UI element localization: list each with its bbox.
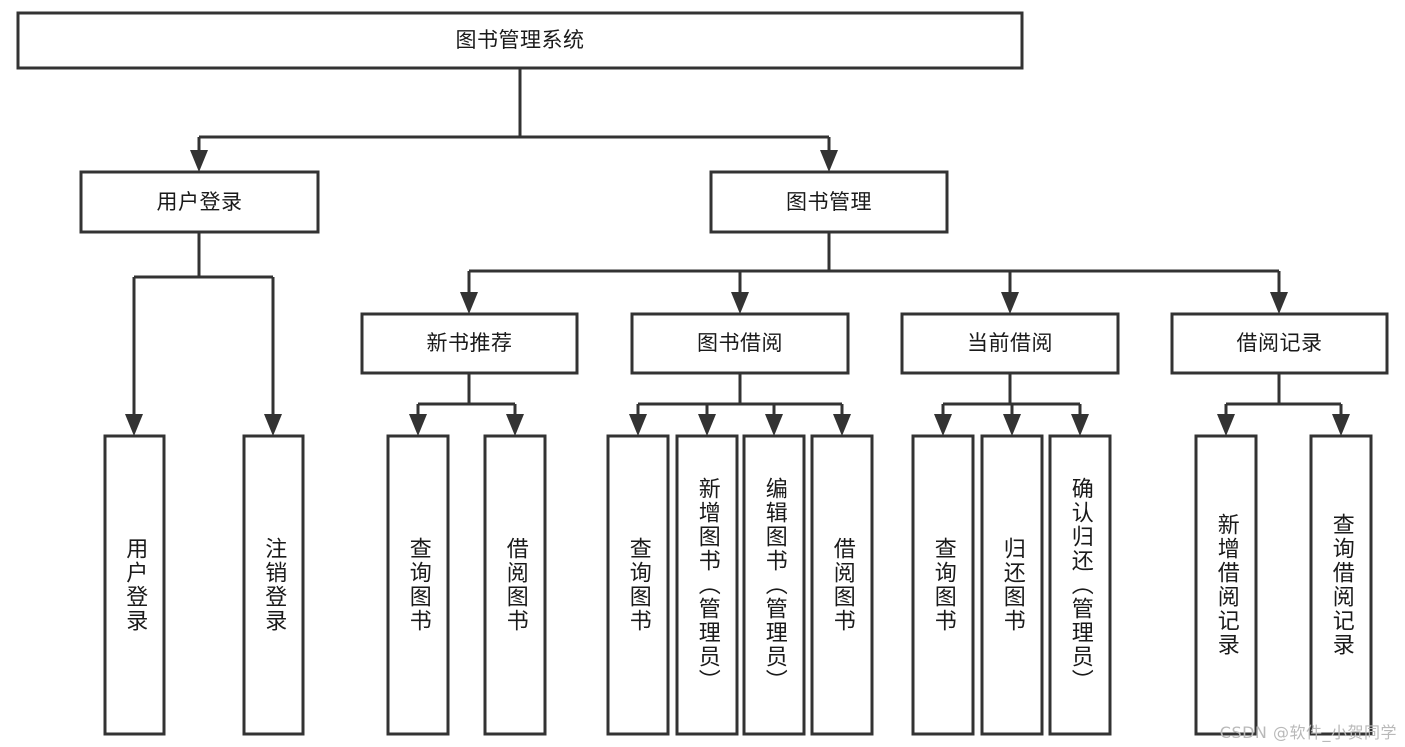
connector-book-mgmt-to-level3 [460,232,1288,314]
connector-arrowhead [1332,414,1350,436]
watermark-text: CSDN @软件_小贺同学 [1219,723,1397,742]
node-box-l2-user-login[interactable] [79,170,320,234]
node-box-leaf-edit-book[interactable] [742,434,806,736]
node-box-l3-book-borrow[interactable] [630,312,850,375]
connector-arrowhead [1003,414,1021,436]
connector-current-borrow-to-leaves [934,373,1089,436]
node-box-l3-current-borrow[interactable] [900,312,1120,375]
node-box-leaf-query-record[interactable] [1309,434,1373,736]
connector-arrowhead [264,414,282,436]
connector-arrowhead [190,150,208,172]
node-box-leaf-borrow-book-1[interactable] [483,434,547,736]
connector-arrowhead [820,150,838,172]
connector-arrowhead [698,414,716,436]
connector-borrow-record-to-leaves [1217,373,1350,436]
node-box-leaf-logout[interactable] [242,434,305,736]
connector-arrowhead [1217,414,1235,436]
connector-arrowhead [1001,292,1019,314]
node-box-leaf-confirm-return[interactable] [1048,434,1112,736]
connector-arrowhead [934,414,952,436]
connector-arrowhead [409,414,427,436]
node-box-leaf-user-login[interactable] [103,434,166,736]
connector-arrowhead [1270,292,1288,314]
node-box-leaf-query-book-1[interactable] [386,434,450,736]
connector-arrowhead [731,292,749,314]
node-box-l3-borrow-record[interactable] [1170,312,1389,375]
connector-arrowhead [629,414,647,436]
connector-arrowhead [1071,414,1089,436]
node-box-leaf-return-book[interactable] [980,434,1044,736]
connector-arrowhead [506,414,524,436]
connector-user-login-to-leaves [125,232,282,436]
connector-arrowhead [833,414,851,436]
connector-root-to-level2 [190,68,838,172]
node-box-leaf-borrow-book-2[interactable] [810,434,874,736]
node-box-leaf-query-book-2[interactable] [606,434,670,736]
connector-new-book-rec-to-leaves [409,373,524,436]
connector-book-borrow-to-leaves [629,373,851,436]
node-box-l3-new-book-rec[interactable] [360,312,579,375]
connector-arrowhead [125,414,143,436]
node-box-leaf-add-record[interactable] [1194,434,1258,736]
node-box-leaf-query-book-3[interactable] [911,434,975,736]
connector-arrowhead [460,292,478,314]
connector-arrowhead [765,414,783,436]
node-box-l2-book-mgmt[interactable] [709,170,949,234]
node-box-leaf-add-book[interactable] [675,434,739,736]
node-box-root[interactable] [16,11,1024,70]
